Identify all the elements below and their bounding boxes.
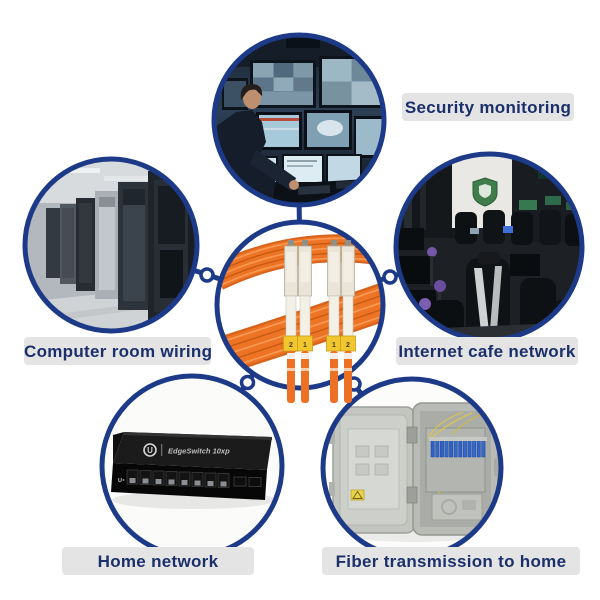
blue-fiber-adapters [429, 437, 487, 458]
security-monitoring-photo [216, 37, 382, 203]
lc-connector: 2 [340, 240, 356, 403]
sfp-ports [233, 476, 262, 487]
label-home-network: Home network [62, 547, 254, 575]
switch-front-logo: U [118, 478, 122, 484]
tag-digit: 1 [303, 342, 307, 349]
fiber-distribution-box-photo [325, 381, 499, 555]
cafe-shield-logo [472, 177, 498, 207]
fiber-box [329, 402, 499, 536]
label-computer-room-wiring: Computer room wiring [24, 337, 212, 365]
home-network-photo: U EdgeSwitch 10xp [104, 378, 280, 554]
lc-connector: 2 [283, 240, 299, 403]
label-security-monitoring: Security monitoring [402, 93, 574, 121]
label-fiber-transmission-to-home: Fiber transmission to home [322, 547, 580, 575]
lc-connectors: 2 1 1 [283, 240, 356, 403]
tag-digit: 1 [332, 342, 336, 349]
switch-model-text: EdgeSwitch 10xp [168, 447, 230, 456]
lc-connector: 1 [297, 240, 313, 403]
switch-brand-logo: U [147, 446, 153, 455]
internet-cafe-photo [398, 156, 580, 338]
label-internet-cafe-network: Internet cafe network [396, 337, 578, 365]
lc-connector: 1 [326, 240, 342, 403]
tag-digit: 2 [346, 342, 350, 349]
circle-security [211, 32, 387, 208]
rj45-ports [126, 469, 230, 488]
tag-digit: 2 [289, 342, 293, 349]
network-switch: U EdgeSwitch 10xp [111, 432, 272, 500]
cctv-wall-screens [222, 56, 382, 110]
circle-computer-room [22, 156, 200, 334]
circle-center-cable [214, 219, 386, 391]
server-racks [46, 171, 195, 322]
